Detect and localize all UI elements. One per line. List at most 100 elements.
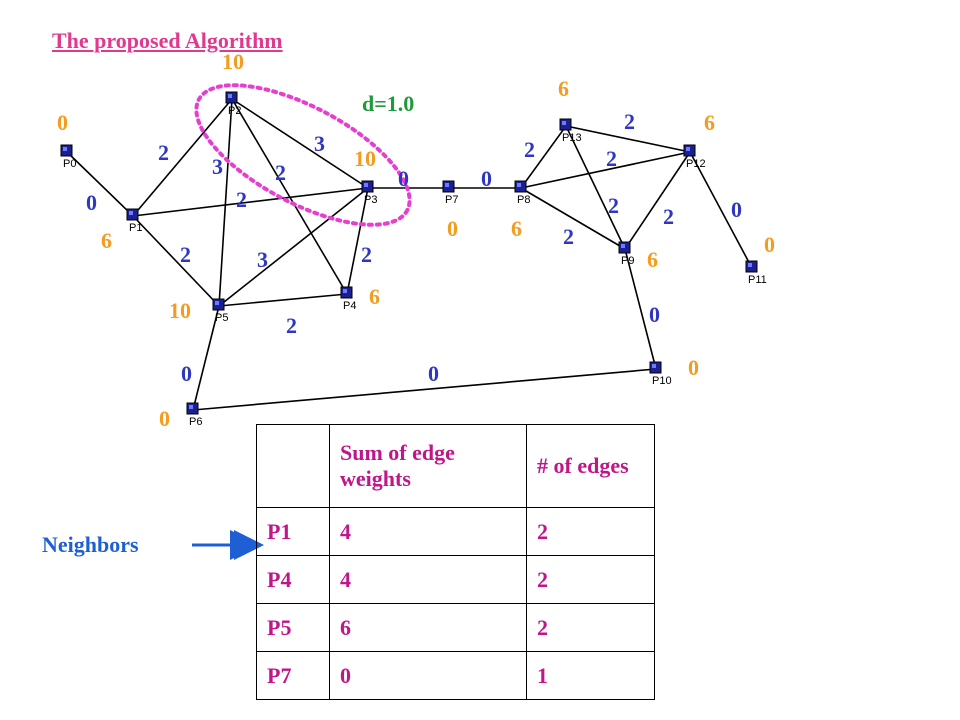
edge-p9-p12 (624, 151, 691, 250)
node-icon-highlight (748, 263, 752, 267)
edge-p9-p10 (624, 248, 657, 370)
edge-p4-p5 (218, 293, 348, 307)
edge-weight-label: 2 (624, 109, 635, 134)
node-icon-highlight (562, 121, 566, 125)
node-label: P0 (63, 158, 76, 170)
node-p5: P5 (212, 298, 228, 324)
edge-p8-p13 (520, 125, 567, 189)
node-p11: P11 (745, 260, 767, 286)
node-p4: P4 (340, 286, 356, 312)
edge-p8-p12 (520, 151, 691, 189)
node-label: P4 (343, 300, 356, 312)
node-score-label: 10 (354, 146, 376, 171)
node-score-label: 6 (647, 247, 658, 272)
table-cell: 0 (329, 651, 527, 700)
node-label: P9 (621, 255, 634, 267)
table-cell: 2 (526, 555, 655, 604)
node-icon-highlight (63, 147, 67, 151)
node-p12: P12 (683, 144, 706, 170)
node-icon-highlight (228, 94, 232, 98)
table-cell: P1 (256, 507, 330, 556)
edge-weight-label: 2 (361, 242, 372, 267)
edge-p2-p5 (218, 98, 233, 307)
node-score-label: 6 (704, 110, 715, 135)
edge-weight-label: 0 (731, 197, 742, 222)
node-p2: P2 (225, 91, 241, 117)
edge-weight-label: 2 (275, 160, 286, 185)
node-score-label: 0 (447, 216, 458, 241)
node-score-label: 10 (222, 49, 244, 74)
table-header-row: Sum of edge weights # of edges (256, 424, 655, 508)
edge-p1-p3 (132, 187, 369, 217)
node-label: P1 (129, 222, 142, 234)
table-cell: 1 (526, 651, 655, 700)
table-cell: 4 (329, 555, 527, 604)
table-header-cell (256, 424, 330, 508)
node-icon-highlight (129, 211, 133, 215)
edge-p12-p11 (689, 151, 753, 269)
node-icon-highlight (343, 289, 347, 293)
table-row: P4 4 2 (256, 555, 655, 604)
node-icon-highlight (652, 364, 656, 368)
node-score-label: 6 (558, 76, 569, 101)
edge-p3-p5 (218, 187, 369, 307)
node-label: P12 (686, 158, 706, 170)
edge-weight-label: 0 (428, 361, 439, 386)
edge-weight-label: 0 (398, 166, 409, 191)
node-label: P7 (445, 194, 458, 206)
table-header-cell: Sum of edge weights (329, 424, 527, 508)
edge-p5-p6 (192, 305, 220, 411)
node-p1: P1 (126, 208, 142, 234)
edge-weight-label: 0 (649, 302, 660, 327)
node-p3: P3 (361, 180, 377, 206)
node-icon-highlight (686, 147, 690, 151)
edge-p0-p1 (66, 151, 134, 217)
node-score-label: 10 (169, 298, 191, 323)
edge-p8-p9 (520, 187, 626, 250)
node-icon-highlight (517, 183, 521, 187)
table-cell: P4 (256, 555, 330, 604)
node-label: P11 (748, 274, 767, 286)
edge-weight-label: 2 (180, 242, 191, 267)
edge-p2-p4 (231, 98, 348, 295)
edge-p13-p9 (565, 125, 626, 250)
edge-weight-label: 2 (524, 137, 535, 162)
edge-weight-label: 3 (212, 154, 223, 179)
node-label: P5 (215, 312, 228, 324)
node-label: P13 (562, 132, 582, 144)
edge-p13-p12 (565, 125, 691, 153)
edge-weight-label: 2 (286, 313, 297, 338)
node-score-label: 6 (511, 216, 522, 241)
edge-p1-p5 (132, 215, 220, 307)
node-icon-highlight (364, 183, 368, 187)
edge-weight-label: 0 (481, 166, 492, 191)
neighbors-label: Neighbors (42, 532, 139, 557)
node-p6: P6 (186, 402, 202, 428)
node-score-label: 6 (369, 284, 380, 309)
edge-p2-p3 (231, 98, 369, 189)
edge-p3-p4 (346, 187, 369, 295)
node-icon-highlight (445, 183, 449, 187)
table-row: P7 0 1 (256, 651, 655, 700)
edge-weight-label: 3 (257, 247, 268, 272)
node-p8: P8 (514, 180, 530, 206)
table-cell: 2 (526, 603, 655, 652)
node-icon-highlight (215, 301, 219, 305)
edge-weight-label: 0 (86, 190, 97, 215)
table-cell: P7 (256, 651, 330, 700)
edge-weight-label: 2 (563, 224, 574, 249)
node-score-label: 0 (764, 232, 775, 257)
node-score-label: 0 (688, 355, 699, 380)
node-label: P3 (364, 194, 377, 206)
table-cell: P5 (256, 603, 330, 652)
node-icon-highlight (621, 244, 625, 248)
edge-weight-label: 2 (608, 193, 619, 218)
table-header-cell: # of edges (526, 424, 655, 508)
d-label: d=1.0 (362, 91, 415, 116)
node-p13: P13 (559, 118, 582, 144)
edge-weight-label: 2 (606, 146, 617, 171)
edge-p1-p2 (132, 98, 233, 217)
page-title: The proposed Algorithm (52, 28, 283, 53)
